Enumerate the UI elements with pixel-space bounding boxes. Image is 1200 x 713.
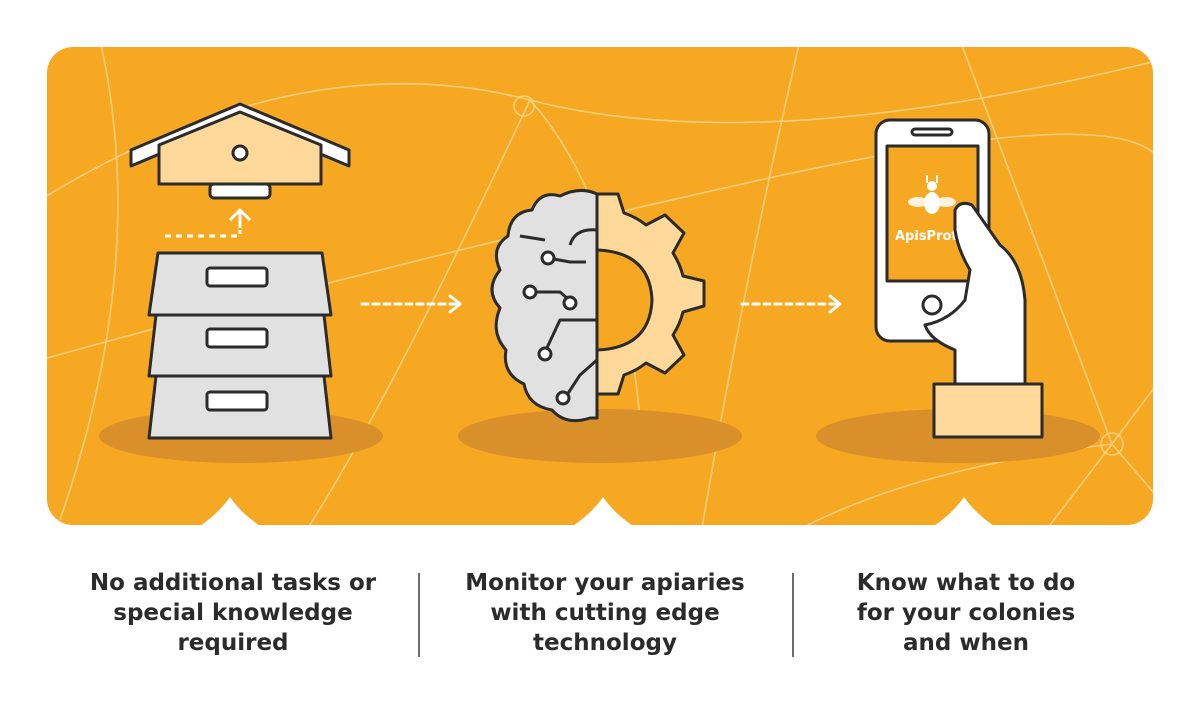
divider: [418, 573, 420, 657]
dashed-arrow-icon: [740, 294, 842, 314]
dashed-arrow-icon: [360, 294, 462, 314]
beehive-sensor-icon: [129, 102, 351, 440]
brain-gear-icon: [490, 189, 706, 423]
step-3-caption: Know what to do for your colonies and wh…: [856, 570, 1076, 656]
phone-app-icon: ApisProtect: [874, 118, 1044, 439]
step-2-caption: Monitor your apiaries with cutting edge …: [465, 570, 745, 656]
bee-logo-icon: [908, 175, 956, 214]
panel-notches: [200, 497, 994, 526]
illustration-panel: ApisProtect: [47, 47, 1153, 526]
step-1-caption: No additional tasks or special knowledge…: [89, 570, 377, 656]
divider: [792, 573, 794, 657]
